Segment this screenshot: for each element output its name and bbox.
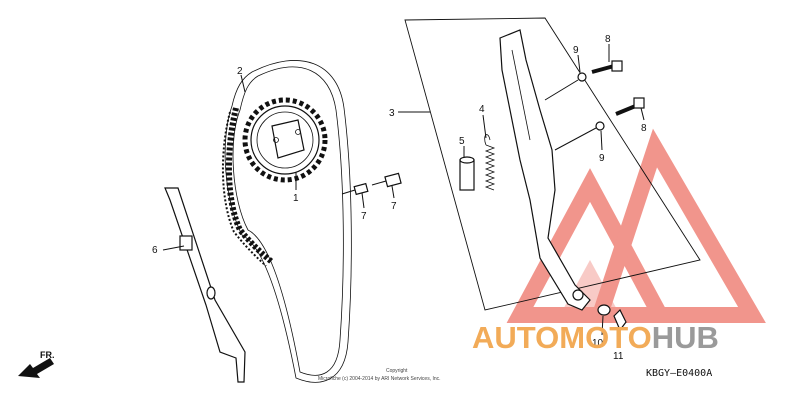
- pin-11: [613, 308, 627, 332]
- leader-lines: [162, 44, 645, 345]
- callout-6: 6: [152, 245, 158, 256]
- cam-chain-guide: [164, 187, 246, 383]
- tensioner-collar: [459, 156, 475, 191]
- washer-10: [597, 304, 611, 316]
- copyright-line-1: Copyright: [386, 368, 408, 374]
- tensioner-spring: [484, 134, 496, 191]
- front-arrow-icon: [18, 358, 54, 378]
- callout-8-second: 8: [641, 123, 647, 134]
- front-arrow-label: FR.: [40, 350, 55, 360]
- tensioner-bolt-upper: [544, 60, 623, 101]
- sprocket-bolt-2: [371, 172, 402, 188]
- callout-4: 4: [479, 104, 485, 115]
- sprocket-bolt: [341, 182, 369, 196]
- copyright-line-2: Microfiche (c) 2004-2014 by ARI Network …: [318, 376, 441, 382]
- callout-9: 9: [573, 45, 579, 56]
- callout-2: 2: [237, 66, 243, 77]
- callout-10: 10: [592, 338, 604, 349]
- callout-5: 5: [459, 136, 465, 147]
- callout-11: 11: [613, 351, 624, 362]
- tensioner-group-frame: [404, 17, 701, 311]
- diagram-code: KBGY—E0400A: [646, 368, 712, 379]
- watermark-text: AUTOMOTOHUB: [472, 320, 719, 355]
- callout-8: 8: [605, 34, 611, 45]
- callout-7: 7: [361, 211, 367, 222]
- callout-1: 1: [293, 193, 299, 204]
- callout-9-second: 9: [599, 153, 605, 164]
- callout-3: 3: [389, 108, 395, 119]
- cam-chain: [221, 60, 352, 383]
- tensioner-arm: [499, 29, 591, 311]
- cam-sprocket: [242, 97, 328, 183]
- watermark-logo-icon: [506, 128, 766, 323]
- callout-7-second: 7: [391, 201, 397, 212]
- tensioner-bolt-lower: [554, 97, 645, 151]
